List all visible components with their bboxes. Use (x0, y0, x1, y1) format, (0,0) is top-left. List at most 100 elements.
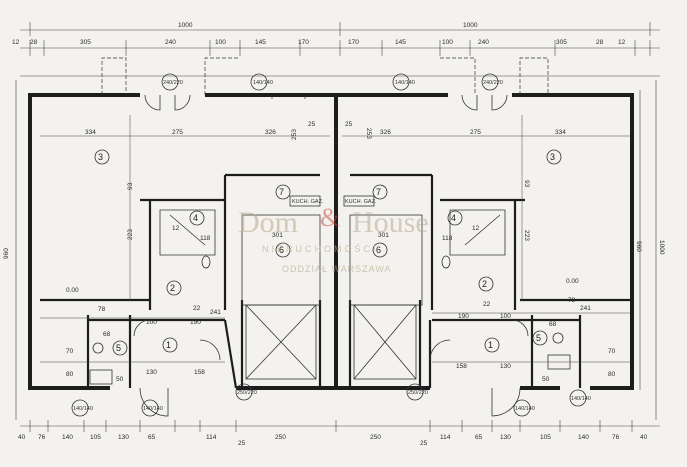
dim-22-left: 22 (193, 305, 201, 312)
bottom-dim-10: 250 (370, 434, 381, 441)
bottom-dim-7: 114 (206, 434, 217, 441)
overall-height-right-inner: 960 (635, 241, 642, 252)
dim-78-right: 78 (568, 297, 576, 304)
dim-22-right: 22 (483, 301, 491, 308)
dim-80-left: 80 (66, 371, 74, 378)
dim-70-right: 70 (608, 348, 616, 355)
bottom-dim-17: 76 (612, 434, 620, 441)
top-dim-10: 100 (442, 39, 453, 46)
watermark-brand-left: Dom (238, 206, 298, 239)
top-dim-12: 305 (556, 39, 567, 46)
top-dim-4: 240 (165, 39, 176, 46)
dim-241-left: 241 (210, 309, 221, 316)
room-3-right: 3 (550, 152, 555, 162)
overall-height-right: 1000 (658, 240, 665, 255)
dim-50-left: 50 (116, 376, 124, 383)
room-1-right: 1 (488, 340, 493, 350)
dim-241-right: 241 (580, 305, 591, 312)
room-7-left: 7 (279, 187, 284, 197)
level-mark-left: 0.00 (66, 287, 79, 294)
window-tag-1: 240/220 (163, 80, 183, 86)
dim-301-right: 301 (378, 232, 389, 239)
entrance-doors (133, 319, 529, 417)
window-tag-3: 140/140 (395, 80, 415, 86)
bottom-dim-2: 76 (38, 434, 46, 441)
window-tag-9: 140/140 (515, 406, 535, 412)
dim-130-left: 130 (146, 369, 157, 376)
dim-301-left: 301 (272, 232, 283, 239)
dim-93-right: 93 (523, 180, 530, 188)
side-dimension-lines (15, 80, 657, 420)
dim-118-right: 118 (442, 235, 453, 242)
room-5-left: 5 (116, 343, 121, 353)
interior-walls (40, 173, 630, 389)
dim-275-left: 275 (172, 129, 183, 136)
top-dimension-lines (20, 22, 660, 77)
top-dim-7: 170 (298, 39, 309, 46)
bottom-dim-6: 65 (148, 434, 156, 441)
overall-height-left: 960 (3, 248, 10, 259)
watermark-sub2: ODDZIAŁ WARSZAWA (282, 264, 392, 274)
dim-12-left: 12 (172, 225, 180, 232)
bottom-dim-11: 25 (420, 440, 428, 447)
inner-dimension-lines (40, 115, 630, 363)
room-1-left: 1 (166, 340, 171, 350)
top-dim-3: 305 (80, 39, 91, 46)
top-dim-5: 100 (215, 39, 226, 46)
bottom-dim-4: 105 (90, 434, 101, 441)
bottom-dim-16: 140 (578, 434, 589, 441)
exterior-walls (28, 93, 634, 390)
bottom-dim-15: 105 (540, 434, 551, 441)
dim-334-left: 334 (85, 129, 96, 136)
dim-223-left: 223 (127, 229, 134, 240)
bottom-dim-5: 130 (118, 434, 129, 441)
dim-93-left: 93 (127, 182, 134, 190)
dim-68-right: 68 (549, 321, 557, 328)
bottom-dim-8: 25 (238, 440, 246, 447)
stoves (289, 195, 375, 207)
watermark-brand-amp: & (320, 203, 340, 232)
stove-label-right: KUCH. GAZ. (345, 199, 377, 205)
dim-130-right: 130 (500, 363, 511, 370)
watermark-sub1: NIERUCHOMOŚCI (262, 243, 379, 254)
dim-223-right: 223 (523, 230, 530, 241)
window-tags-top (161, 73, 499, 91)
dim-158-left: 158 (194, 369, 205, 376)
window-tag-6: 140/140 (143, 406, 163, 412)
dim-100-left: 100 (146, 319, 157, 326)
room-7-right: 7 (376, 187, 381, 197)
bottom-dim-3: 140 (62, 434, 73, 441)
dim-334-right: 334 (555, 129, 566, 136)
top-dim-6: 145 (255, 39, 266, 46)
dim-70-left: 70 (66, 348, 74, 355)
bottom-dim-12: 114 (440, 434, 451, 441)
window-tags-bottom (71, 383, 587, 417)
agency-watermark: Dom & House NIERUCHOMOŚCI ODDZIAŁ WARSZA… (238, 203, 429, 274)
dim-253-left: 253 (291, 129, 298, 140)
window-tag-5: 140/140 (73, 406, 93, 412)
dim-118-left: 118 (200, 235, 211, 242)
dim-326-right: 326 (380, 129, 391, 136)
window-tag-4: 240/220 (483, 80, 503, 86)
terrace-dashes (101, 57, 549, 100)
stairs (159, 209, 506, 256)
watermark-brand-right: House (352, 206, 429, 239)
stove-label-left: KUCH. GAZ. (292, 199, 324, 205)
top-dim-2: 28 (30, 39, 38, 46)
dim-158-right: 158 (456, 363, 467, 370)
room-4-left: 4 (193, 213, 198, 223)
dim-78-left: 78 (98, 306, 106, 313)
bottom-dim-1: 40 (18, 434, 26, 441)
dim-50-right: 50 (542, 376, 550, 383)
top-dim-9: 145 (395, 39, 406, 46)
garage-right (349, 214, 423, 380)
dim-190-right: 190 (458, 313, 469, 320)
top-dim-14: 12 (618, 39, 626, 46)
bottom-dim-18: 40 (640, 434, 648, 441)
dim-253-right: 253 (365, 128, 372, 139)
top-dim-11: 240 (478, 39, 489, 46)
dim-326-left: 326 (265, 129, 276, 136)
room-6-right: 6 (376, 245, 381, 255)
top-dim-8: 170 (348, 39, 359, 46)
dim-190-left: 190 (190, 319, 201, 326)
